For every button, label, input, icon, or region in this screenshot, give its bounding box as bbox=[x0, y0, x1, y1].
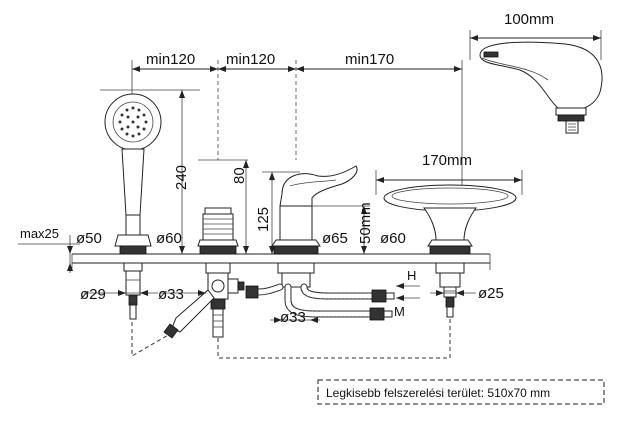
dim-d65: ø65 bbox=[322, 230, 348, 247]
dim-d60-a: ø60 bbox=[156, 230, 182, 247]
hose-routing bbox=[131, 318, 451, 359]
spout-underdeck bbox=[430, 262, 476, 318]
dim-d50: ø50 bbox=[76, 230, 102, 247]
dim-d60-b: ø60 bbox=[380, 230, 406, 247]
dim-170mm: 170mm bbox=[422, 152, 472, 169]
dim-50mm: 50mm bbox=[357, 202, 374, 244]
dim-min170: min170 bbox=[345, 51, 394, 68]
dim-min120-b: min120 bbox=[226, 51, 275, 68]
diverter-underdeck bbox=[160, 262, 245, 339]
dim-d33-b: ø33 bbox=[280, 309, 306, 326]
diverter bbox=[197, 159, 249, 255]
dim-d29: ø29 bbox=[80, 286, 106, 303]
spout bbox=[375, 170, 523, 255]
spout-top-view bbox=[469, 30, 603, 134]
footnote-text: Legkisebb felszerelési terület: 510x70 m… bbox=[326, 386, 550, 400]
dim-max25: max25 bbox=[20, 226, 59, 241]
dim-100mm: 100mm bbox=[504, 11, 554, 28]
label-H: H bbox=[407, 268, 416, 283]
mixer-underdeck bbox=[245, 262, 420, 323]
label-M: M bbox=[394, 304, 405, 319]
hand-shower bbox=[100, 89, 200, 255]
dim-125: 125 bbox=[255, 207, 272, 232]
dim-d25: ø25 bbox=[478, 285, 504, 302]
dim-d33-a: ø33 bbox=[158, 286, 184, 303]
dim-240: 240 bbox=[173, 165, 190, 190]
dim-80: 80 bbox=[231, 167, 248, 184]
hand-shower-underdeck bbox=[84, 262, 158, 320]
dim-min120-a: min120 bbox=[146, 51, 195, 68]
mixer bbox=[262, 165, 370, 255]
footnote-box bbox=[317, 379, 605, 405]
